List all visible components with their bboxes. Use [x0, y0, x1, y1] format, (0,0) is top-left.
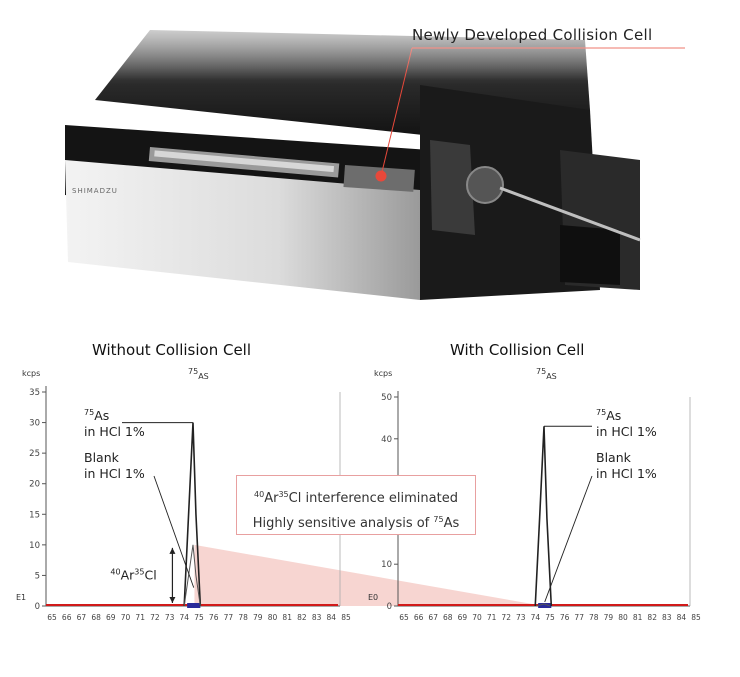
x-tick-label-without-83: 83 — [312, 613, 322, 622]
blank-leader-with — [544, 475, 593, 603]
x-tick-label-with-77: 77 — [574, 613, 584, 622]
x-tick-label-with-67: 67 — [428, 613, 438, 622]
x-tick-label-with-72: 72 — [501, 613, 511, 622]
x-tick-label-without-70: 70 — [121, 613, 131, 622]
x-tick-label-without-73: 73 — [165, 613, 175, 622]
x-tick-label-with-82: 82 — [647, 613, 657, 622]
x-tick-label-without-77: 77 — [224, 613, 234, 622]
x-tick-label-with-85: 85 — [691, 613, 701, 622]
blank-label-without: Blank — [84, 450, 120, 465]
x-tick-label-with-73: 73 — [516, 613, 526, 622]
interface-plate — [430, 140, 475, 235]
interface-box-lower — [560, 225, 620, 285]
x-tick-label-with-71: 71 — [487, 613, 497, 622]
series-line-with-0 — [534, 426, 553, 607]
x-tick-label-with-74: 74 — [531, 613, 541, 622]
x-tick-label-without-82: 82 — [297, 613, 307, 622]
blank-label-with: Blank — [596, 450, 632, 465]
instrument-base — [65, 160, 420, 300]
x-tick-label-without-75: 75 — [194, 613, 204, 622]
blank-label-line2-with: in HCl 1% — [596, 466, 657, 481]
x-tick-label-with-81: 81 — [633, 613, 643, 622]
x-tick-label-without-79: 79 — [253, 613, 263, 622]
peak-base-marker-with — [538, 603, 552, 608]
blank-leader-without — [153, 475, 195, 588]
x-tick-label-without-68: 68 — [91, 613, 101, 622]
x-tick-label-with-65: 65 — [399, 613, 409, 622]
panel-header-without: 75AS — [188, 367, 209, 381]
ylabel-with: kcps — [374, 369, 392, 378]
x-tick-label-with-75: 75 — [545, 613, 555, 622]
x-tick-label-without-76: 76 — [209, 613, 219, 622]
y-tick-label-without-20: 20 — [29, 480, 40, 490]
series-line-with-1 — [536, 603, 551, 607]
peak-base-marker-without — [187, 603, 201, 608]
y-tick-label-without-0: 0 — [35, 602, 40, 612]
x-tick-label-with-76: 76 — [560, 613, 570, 622]
y-tick-label-without-35: 35 — [29, 388, 40, 398]
x-tick-label-without-72: 72 — [150, 613, 160, 622]
x-tick-label-without-71: 71 — [135, 613, 145, 622]
x-tick-label-with-68: 68 — [443, 613, 453, 622]
blank-label-line2-without: in HCl 1% — [84, 466, 145, 481]
quadrupole-tube-inner — [154, 150, 335, 173]
x-tick-label-with-70: 70 — [472, 613, 482, 622]
x-tick-label-with-66: 66 — [414, 613, 424, 622]
x-tick-label-without-69: 69 — [106, 613, 116, 622]
interference-arrow-head-bottom — [169, 597, 176, 603]
y-tick-label-without-5: 5 — [35, 571, 40, 581]
as-label-with: 75As — [596, 408, 621, 423]
x-tick-label-without-80: 80 — [268, 613, 278, 622]
brand-logo: SHIMADZU — [72, 187, 118, 195]
x-tick-label-without-65: 65 — [47, 613, 57, 622]
x-tick-label-with-80: 80 — [618, 613, 628, 622]
as-label-line2-with: in HCl 1% — [596, 424, 657, 439]
instrument-illustration: SHIMADZU — [0, 0, 740, 300]
y-tick-label-without-30: 30 — [29, 419, 40, 429]
x-tick-label-without-66: 66 — [62, 613, 72, 622]
interference-arrow-head-top — [169, 547, 176, 554]
y-tick-label-without-15: 15 — [29, 510, 40, 520]
as-label-line2-without: in HCl 1% — [84, 424, 145, 439]
x-tick-label-without-85: 85 — [341, 613, 351, 622]
chart-title-with: With Collision Cell — [450, 341, 585, 359]
x-tick-label-without-84: 84 — [327, 613, 337, 622]
panel-header-with: 75AS — [536, 367, 557, 381]
torch-line — [499, 186, 641, 242]
x-tick-label-with-79: 79 — [604, 613, 614, 622]
x-tick-label-without-81: 81 — [282, 613, 292, 622]
as-label-without: 75As — [84, 408, 109, 423]
x-tick-label-without-67: 67 — [77, 613, 87, 622]
y-tick-label-with-40: 40 — [381, 435, 392, 445]
series-line-without-1 — [183, 544, 201, 607]
x-tick-label-without-78: 78 — [238, 613, 248, 622]
x-tick-label-with-83: 83 — [662, 613, 672, 622]
ylabel-without: kcps — [22, 369, 40, 378]
interference-label: 40Ar35Cl — [110, 567, 156, 582]
y-tick-label-without-25: 25 — [29, 449, 40, 459]
y-tick-label-with-50: 50 — [381, 393, 392, 403]
chart-title-without: Without Collision Cell — [92, 341, 252, 359]
x-tick-label-with-78: 78 — [589, 613, 599, 622]
sampling-cone — [466, 166, 504, 204]
x-tick-label-with-69: 69 — [458, 613, 468, 622]
annotation-line1: 40Ar35Cl interference eliminated — [254, 490, 458, 506]
annotation-box: 40Ar35Cl interference eliminated Highly … — [236, 475, 476, 535]
x-tick-label-with-84: 84 — [677, 613, 687, 622]
top-fade — [0, 0, 740, 80]
y-tick-label-without-10: 10 — [29, 541, 40, 551]
exponent-label-without: E1 — [16, 593, 26, 602]
y-tick-label-with-10: 10 — [381, 560, 392, 570]
annotation-line2: Highly sensitive analysis of 75As — [252, 515, 460, 531]
exponent-label-with: E0 — [368, 593, 378, 602]
y-tick-label-with-0: 0 — [387, 602, 392, 612]
collision-cell-callout: Newly Developed Collision Cell — [412, 26, 653, 44]
interference-highlight-wedge — [194, 544, 544, 606]
x-tick-label-without-74: 74 — [180, 613, 190, 622]
